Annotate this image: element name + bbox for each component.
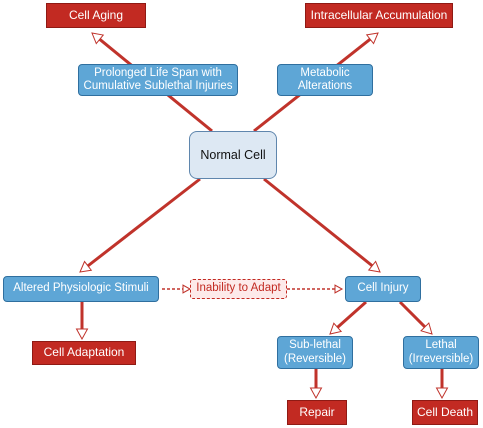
cell-aging-box: Cell Aging [46, 3, 146, 28]
cell-adaptation-box: Cell Adaptation [32, 341, 136, 365]
metabolic-alterations-label-line2: Alterations [297, 80, 353, 92]
arrow-normal-to-altered-stimuli [79, 177, 201, 273]
inability-to-adapt-label: Inability to Adapt [196, 282, 281, 295]
arrow-altered-to-cell-adaptation [75, 302, 89, 341]
metabolic-alterations-label-line1: Metabolic [300, 66, 350, 79]
lethal-label-line2: (Irreversible) [408, 352, 474, 365]
normal-cell-label: Normal Cell [200, 147, 266, 162]
intracellular-accumulation-box: Intracellular Accumulation [305, 3, 453, 28]
arrow-altered-to-inability [162, 284, 192, 294]
intracellular-accumulation-label: Intracellular Accumulation [310, 7, 448, 22]
cell-death-label: Cell Death [416, 404, 474, 419]
repair-box: Repair [287, 400, 347, 425]
prolonged-life-span-label-line1: Prolonged Life Span with [94, 66, 222, 79]
altered-physiologic-stimuli-box: Altered Physiologic Stimuli [3, 276, 159, 302]
cell-aging-label: Cell Aging [68, 7, 124, 22]
arrow-lethal-to-cell-death [435, 369, 449, 400]
cell-injury-box: Cell Injury [345, 276, 421, 302]
sub-lethal-label-line1: Sub-lethal [289, 339, 341, 352]
arrow-cell-injury-to-lethal [398, 300, 433, 335]
arrow-normal-to-cell-injury [263, 177, 381, 273]
metabolic-alterations-box: Metabolic Alterations [277, 64, 373, 96]
normal-cell-box: Normal Cell [189, 131, 277, 179]
cell-injury-label: Cell Injury [357, 282, 409, 295]
arrow-sub-lethal-to-repair [309, 369, 323, 400]
arrow-inability-to-cell-injury [287, 284, 344, 294]
lethal-box: Lethal (Irreversible) [403, 336, 479, 369]
repair-label: Repair [299, 404, 335, 419]
cell-adaptation-label: Cell Adaptation [43, 345, 125, 360]
inability-to-adapt-box: Inability to Adapt [190, 279, 287, 299]
cell-death-box: Cell Death [412, 400, 478, 425]
sub-lethal-box: Sub-lethal (Reversible) [277, 336, 353, 369]
lethal-label-line1: Lethal [425, 339, 457, 352]
arrow-cell-injury-to-sub-lethal [329, 300, 367, 335]
altered-physiologic-stimuli-label: Altered Physiologic Stimuli [13, 282, 149, 295]
prolonged-life-span-box: Prolonged Life Span with Cumulative Subl… [78, 64, 238, 96]
sub-lethal-label-line2: (Reversible) [284, 352, 346, 365]
prolonged-life-span-label-line2: Cumulative Sublethal Injuries [83, 80, 233, 92]
